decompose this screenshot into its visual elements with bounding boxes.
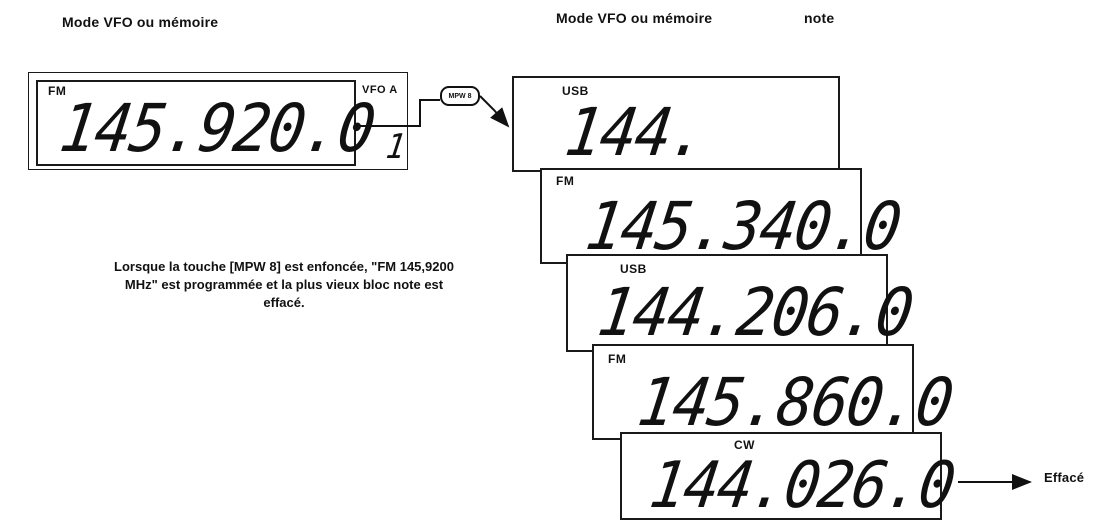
erased-label: Effacé	[1044, 470, 1085, 485]
vfo-mode: FM	[48, 84, 67, 98]
memo-display-5: CW 144.026.0	[620, 432, 958, 523]
memo-mode-3: USB	[620, 262, 647, 276]
memo-display-4: FM 145.860.0	[592, 344, 957, 441]
transfer-arrow	[360, 99, 440, 127]
memo-mode-2: FM	[556, 174, 575, 188]
transfer-arrow-head	[479, 95, 510, 128]
heading-right-note: note	[804, 10, 835, 26]
heading-right: Mode VFO ou mémoire	[556, 10, 713, 26]
caption-line-1: Lorsque la touche [MPW 8] est enfoncée, …	[114, 259, 454, 274]
heading-left: Mode VFO ou mémoire	[62, 14, 219, 30]
caption-line-2: MHz" est programmée et la plus vieux blo…	[124, 277, 444, 292]
vfo-display: FM 145.920.0	[36, 80, 379, 167]
memo-mode-4: FM	[608, 352, 627, 366]
vfo-display-frame	[28, 72, 408, 170]
vfo-label: VFO A	[362, 84, 398, 96]
caption: Lorsque la touche [MPW 8] est enfoncée, …	[20, 258, 548, 312]
memo-display-2: FM 145.340.0	[540, 168, 905, 265]
memo-display-3: USB 144.206.0	[566, 254, 917, 352]
memo-mode-5: CW	[734, 438, 755, 452]
caption-line-3: effacé.	[263, 295, 305, 310]
memo-mode-1: USB	[562, 84, 589, 98]
mpw-8-key[interactable]: MPW 8	[440, 86, 480, 106]
